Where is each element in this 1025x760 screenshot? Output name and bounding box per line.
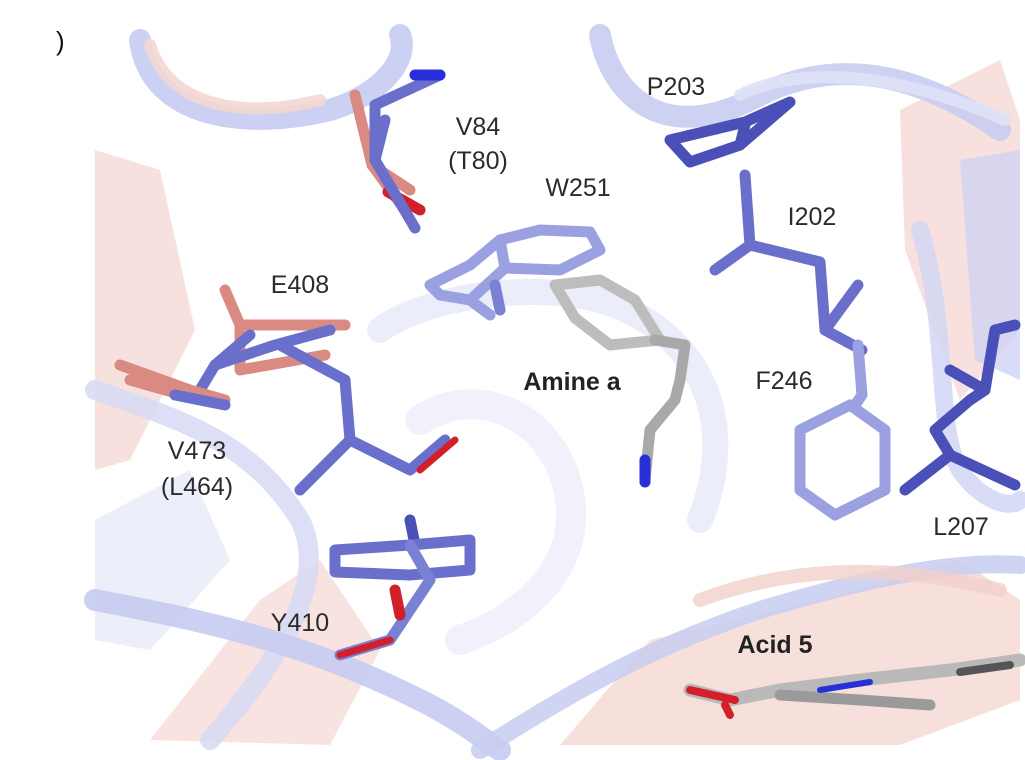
ribbon-loop-mid-left: [85, 380, 319, 750]
residue-p203: [664, 96, 796, 168]
ligand-amine-a: [549, 274, 691, 488]
residue-e408: [194, 284, 459, 496]
residue-w251: [424, 224, 606, 321]
label-p203: P203: [646, 73, 706, 101]
ribbon-loop-top-left-pink: [144, 39, 326, 115]
ribbon-loop-center-faint-2: [405, 389, 587, 655]
ribbon-loop-top-left: [129, 24, 413, 130]
residue-l207: [899, 319, 1021, 496]
ligand-acid-5: [683, 653, 1025, 719]
protein-ribbons: [84, 24, 1025, 760]
residue-i202: [709, 169, 868, 356]
label-f246: F246: [755, 367, 813, 395]
label-v473: V473: [167, 437, 227, 465]
ribbon-loop-center-faint: [367, 279, 729, 533]
ribbon-loop-bottom-left: [84, 589, 511, 760]
residue-v473: [114, 359, 231, 411]
residue-v84: [349, 69, 446, 234]
label-acid-5: Acid 5: [737, 631, 813, 659]
ribbon-loop-top-right-2: [734, 71, 1011, 126]
residue-f246: [794, 339, 891, 521]
panel-letter: ): [56, 26, 65, 56]
label-v84: V84: [455, 113, 501, 141]
ribbon-loop-bottom-right-pink: [693, 564, 1007, 607]
label-e408: E408: [270, 271, 330, 299]
residue-sticks: [114, 69, 1025, 719]
label-t80: (T80): [448, 147, 508, 175]
label-y410: Y410: [270, 609, 330, 637]
label-l464: (L464): [160, 473, 234, 501]
label-w251: W251: [545, 174, 611, 202]
residue-y410: [329, 514, 476, 661]
label-i202: I202: [787, 203, 837, 231]
ribbon-loop-bottom: [471, 555, 1025, 759]
label-amine-a: Amine a: [523, 368, 621, 396]
label-l207: L207: [933, 513, 989, 541]
